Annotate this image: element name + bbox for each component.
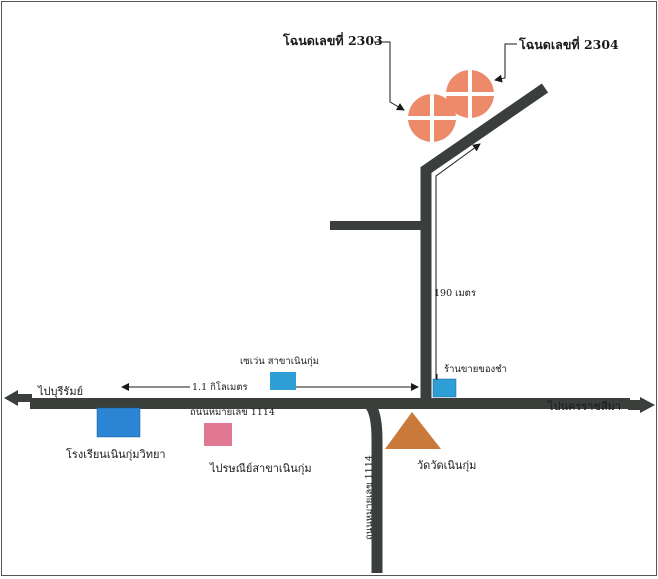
plot-2303-label: โฉนดเลขที่ 2303 [282,32,383,48]
road-1114-vertical [365,401,383,573]
school-marker [96,407,141,438]
shop-marker [432,378,457,398]
to-buriram-label: ไปบุรีรัมย์ [37,385,83,398]
temple-label: วัดวัดเนินกุ่ม [417,459,476,472]
seven-eleven-marker [270,372,296,390]
plot-2304-icon [446,70,494,118]
side-road [330,221,428,230]
seven-eleven-label: เซเว่น สาขาเนินกุ่ม [240,356,319,367]
distance-190-label: 190 เมตร [434,288,476,299]
road-1114-vertical-label: ถนนหมายเลข 1114 [364,455,375,540]
arrow-right-icon [628,397,655,413]
distance-190-line [435,143,481,395]
main-road-horizontal [30,398,630,409]
arrow-left-icon [4,390,32,406]
post-office-marker [204,423,232,446]
plot-2304-label: โฉนดเลขที่ 2304 [518,36,619,52]
distance-1-1-label: 1.1 กิโลเมตร [192,381,248,393]
temple-marker [385,412,441,449]
post-office-label: ไปรษณีย์สาขาเนินกุ่ม [209,462,312,475]
road-to-plots [420,83,549,404]
school-label: โรงเรียนเนินกุ่มวิทยา [66,447,166,461]
road-1114-label: ถนนหมายเลข 1114 [190,407,275,418]
plot-2304-pointer [494,43,517,83]
plot-2303-pointer [374,41,405,111]
shop-label: ร้านขายของชำ [444,364,507,375]
plot-2303-icon [408,94,456,142]
to-nakhon-label: ไปนครราชสีมา [547,400,621,413]
